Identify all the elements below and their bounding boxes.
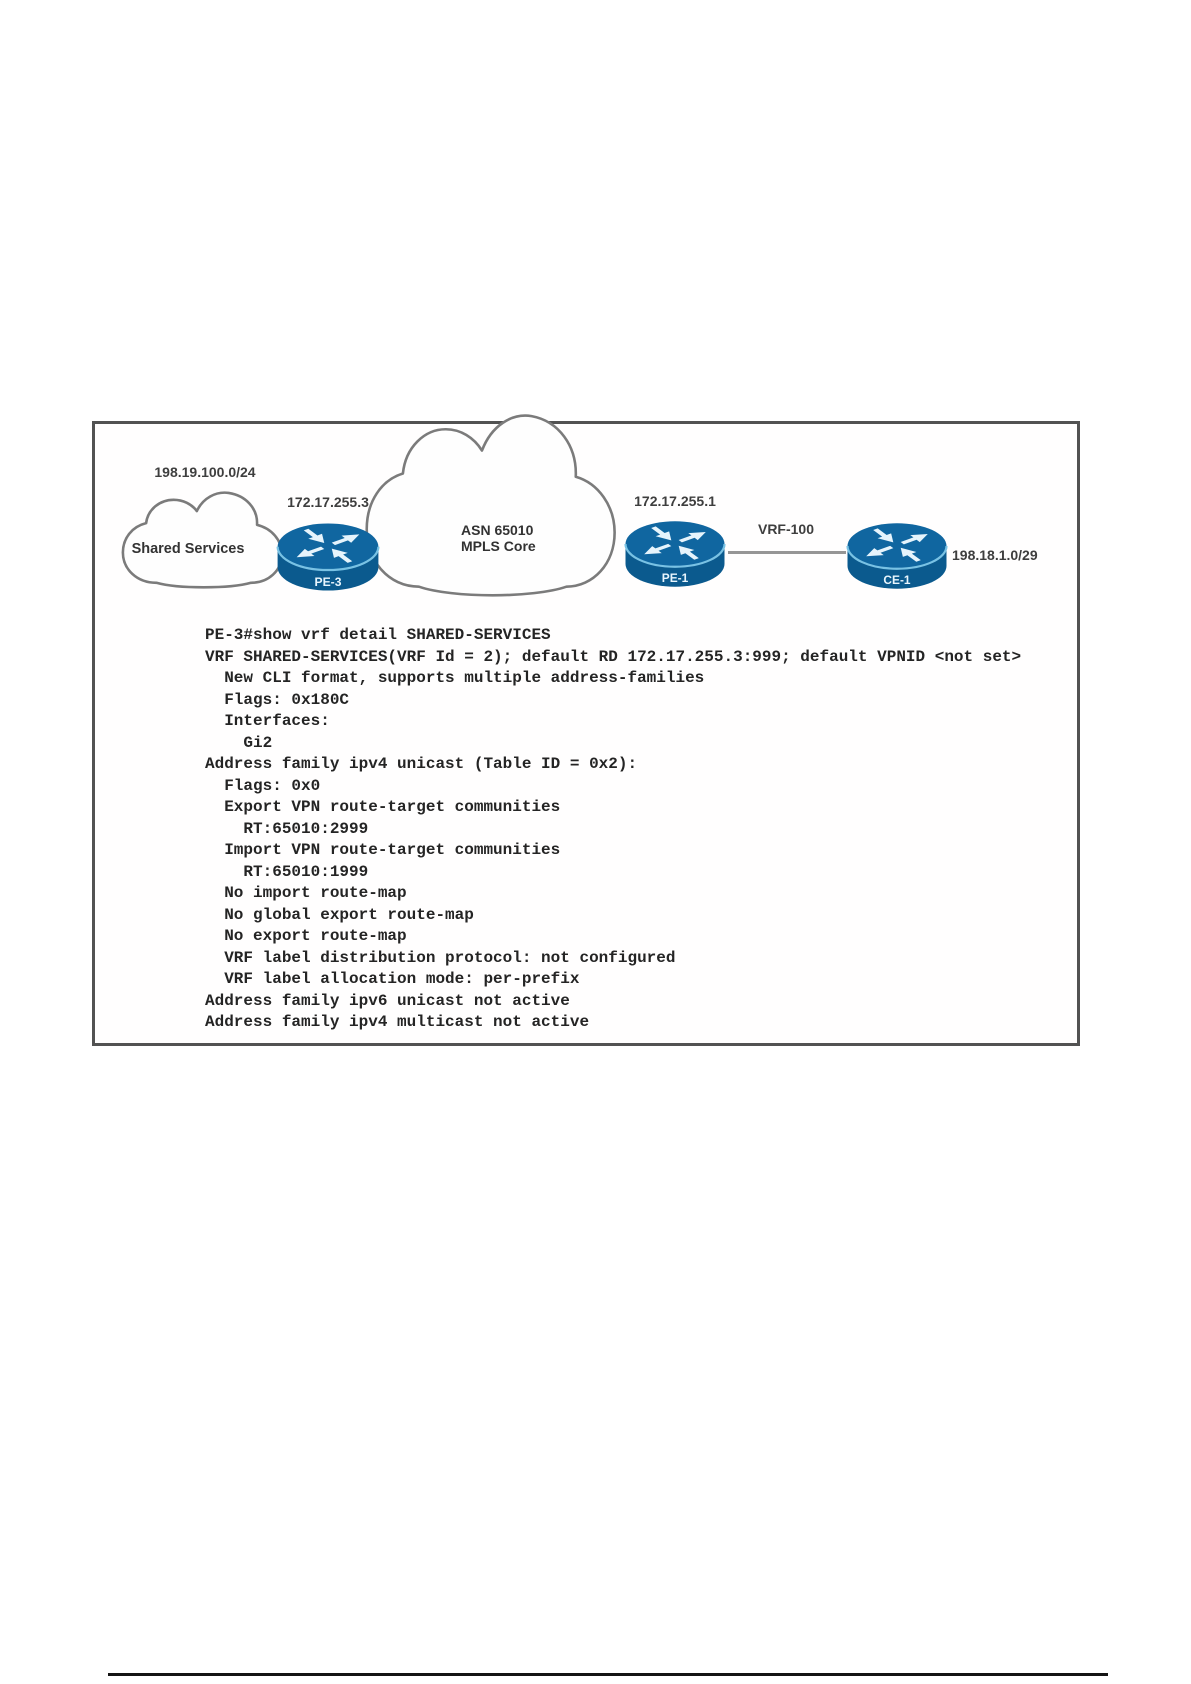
shared-services-cloud-icon (116, 486, 288, 594)
shared-services-subnet-label: 198.19.100.0/24 (154, 464, 256, 480)
cli-line: Flags: 0x180C (205, 690, 350, 709)
router-pe3-name: PE-3 (315, 575, 342, 589)
router-pe1-icon: PE-1 (624, 521, 726, 587)
router-arrows (296, 528, 360, 563)
mpls-core-cloud-icon (356, 403, 624, 608)
cli-line: VRF label allocation mode: per-prefix (205, 970, 580, 988)
cli-line: No export route-map (205, 927, 407, 945)
pe1-ip-label: 172.17.255.1 (634, 493, 716, 509)
cli-line: Interfaces: (205, 712, 330, 730)
cli-line: Address family ipv6 unicast not active (205, 991, 570, 1010)
vrf100-link-label: VRF-100 (757, 521, 815, 537)
shared-services-cloud-label: Shared Services (131, 541, 245, 557)
cli-line: RT:65010:1999 (205, 862, 369, 881)
mpls-core-label: ASN 65010 MPLS Core (461, 522, 536, 554)
cli-line: Gi2 (205, 733, 273, 752)
cli-line: Address family ipv4 multicast not active (205, 1013, 590, 1031)
cli-line: PE-3#show vrf detail SHARED-SERVICES (205, 626, 551, 644)
ce1-subnet-label: 198.18.1.0/29 (952, 547, 1038, 563)
cli-line: RT:65010:2999 (205, 819, 369, 838)
cli-line: No global export route-map (205, 905, 474, 924)
cli-line: VRF SHARED-SERVICES(VRF Id = 2); default… (205, 647, 1022, 666)
router-ce1-icon: CE-1 (846, 523, 948, 589)
mpls-asn-line: ASN 65010 (461, 522, 534, 538)
cli-line: No import route-map (205, 884, 407, 902)
pe1-ce1-link-line (728, 551, 846, 554)
cli-line: Import VPN route-target communities (205, 841, 561, 859)
cli-line: Flags: 0x0 (205, 776, 321, 795)
router-arrows (866, 528, 928, 562)
cli-line: Export VPN route-target communities (205, 798, 561, 816)
cli-line: Address family ipv4 unicast (Table ID = … (205, 755, 638, 773)
cli-line: VRF label distribution protocol: not con… (205, 948, 676, 967)
mpls-core-line: MPLS Core (461, 537, 536, 554)
router-pe3-icon: PE-3 (276, 523, 380, 591)
pe3-ip-label: 172.17.255.3 (287, 494, 369, 510)
router-pe1-name: PE-1 (662, 571, 689, 585)
cli-line: New CLI format, supports multiple addres… (205, 669, 705, 687)
router-ce1-name: CE-1 (883, 573, 911, 587)
router-arrows (644, 526, 706, 560)
cli-output: PE-3#show vrf detail SHARED-SERVICES VRF… (205, 625, 1021, 1034)
footer-rule (108, 1673, 1108, 1676)
